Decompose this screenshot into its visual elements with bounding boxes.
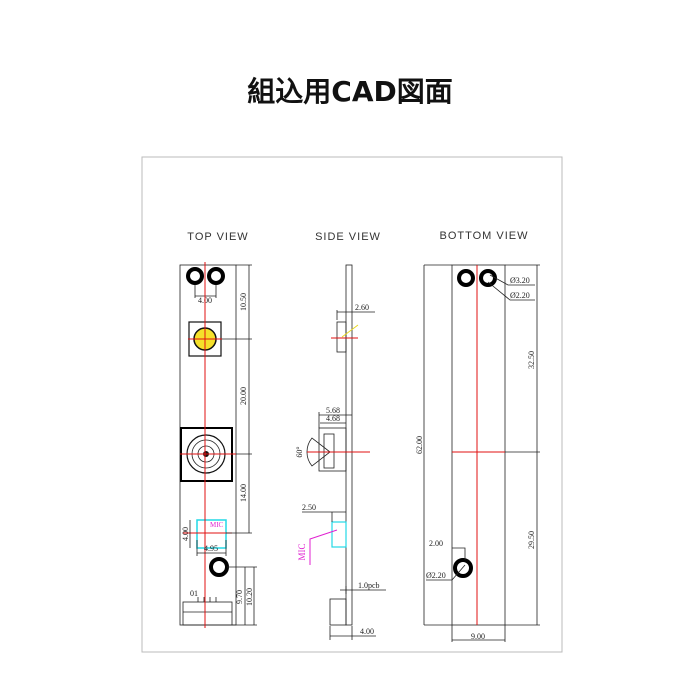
side-view: 2.60 5.68 4.68 60° 2.50 MIC 1.0pcb 4.00 xyxy=(295,264,386,640)
dim-29-50: 29.50 xyxy=(527,531,536,549)
mount-hole-icon xyxy=(453,558,473,578)
dim-angle: 60° xyxy=(295,446,304,457)
page-title: 組込用CAD図面 xyxy=(247,75,453,108)
dim-10-20: 10.20 xyxy=(245,588,254,606)
dim-dia-2-20-top: Ø2.20 xyxy=(510,291,530,300)
dim-4-68: 4.68 xyxy=(326,414,340,423)
mount-hole-icon xyxy=(207,267,225,285)
mount-hole-icon xyxy=(457,269,475,287)
dim-9-70: 9.70 xyxy=(235,590,244,604)
mic-label: MIC xyxy=(210,521,224,529)
dim-14-00: 14.00 xyxy=(239,484,248,502)
dim-pcb-thickness: 1.0pcb xyxy=(358,581,380,590)
dim-62-00: 62.00 xyxy=(415,436,424,454)
mount-hole-icon xyxy=(186,267,204,285)
dim-2-00: 2.00 xyxy=(429,539,443,548)
side-led xyxy=(336,321,347,353)
dim-mic-width: 4.95 xyxy=(204,544,218,553)
side-camera xyxy=(318,427,347,472)
dim-10-50: 10.50 xyxy=(239,293,248,311)
dim-2-60: 2.60 xyxy=(355,303,369,312)
top-view-label: TOP VIEW xyxy=(187,231,248,243)
connector xyxy=(182,601,233,626)
dim-2-50: 2.50 xyxy=(302,503,316,512)
dim-32-50: 32.50 xyxy=(527,351,536,369)
dim-5-68: 5.68 xyxy=(326,406,340,415)
side-view-label: SIDE VIEW xyxy=(315,231,381,243)
bottom-view: Ø3.20 Ø2.20 32.50 62.00 2.00 Ø2.20 29.50… xyxy=(415,264,540,642)
dim-4-00: 4.00 xyxy=(360,627,374,636)
dim-20-00: 20.00 xyxy=(239,387,248,405)
pin-label: 01 xyxy=(190,589,198,598)
dim-mic-height: 4.00 xyxy=(181,527,190,541)
side-connector xyxy=(329,598,347,626)
side-mic-label: MIC xyxy=(297,543,307,560)
side-mic-box xyxy=(331,521,347,548)
dim-dia-3-20: Ø3.20 xyxy=(510,276,530,285)
top-view: 4.00 MIC 01 10.50 20.00 14.00 4.00 4.95 … xyxy=(179,262,257,628)
mic-box xyxy=(196,519,227,549)
bottom-view-label: BOTTOM VIEW xyxy=(439,230,528,242)
dim-dia-2-20-bottom: Ø2.20 xyxy=(426,571,446,580)
dim-9-00: 9.00 xyxy=(471,632,485,641)
bottom-board-outline xyxy=(451,264,506,626)
